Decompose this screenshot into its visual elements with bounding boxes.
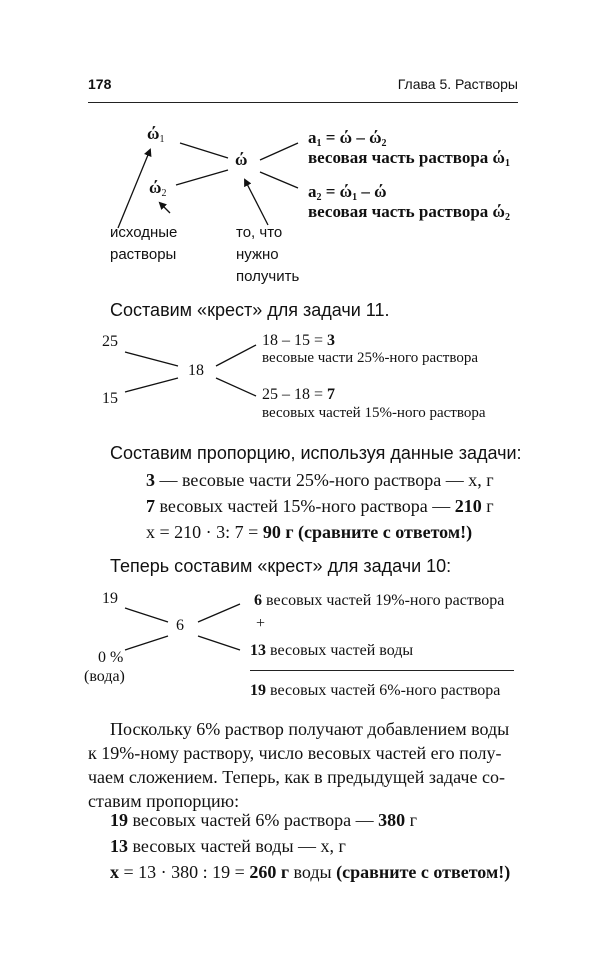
cross1-bottom-caption: весовых частей 15%-ного раствора — [262, 405, 486, 421]
w-center-label: ώ — [235, 150, 248, 169]
w2-label: ώ2 — [149, 178, 167, 199]
proportion2-line1: 19 весовых частей 6% раствора — 380 г — [110, 810, 418, 830]
diagram1-line-w2 — [175, 169, 229, 186]
a1-caption: весовая часть раствора ώ1 — [308, 148, 510, 169]
cross1-line-bl — [124, 377, 179, 393]
cross2-bottom-left-2: (вода) — [84, 668, 125, 685]
a2-caption: весовая часть раствора ώ2 — [308, 202, 510, 223]
label-source: исходные растворы — [110, 224, 178, 263]
diagram1-line-a1 — [259, 142, 299, 161]
chapter-title: Глава 5. Растворы — [397, 76, 518, 92]
cross1-top-caption: весовые части 25%-ного раствора — [262, 350, 478, 366]
sum-line — [250, 670, 514, 671]
cross2-center: 6 — [176, 617, 184, 634]
proportion2-line3: х = 13 · 380 : 19 = 260 г воды (сравните… — [110, 862, 511, 882]
cross2-plus: + — [256, 615, 266, 632]
diagram1-line-a2 — [259, 171, 299, 189]
arrow-source-w1 — [117, 148, 152, 229]
cross2-line-tl — [124, 607, 169, 623]
cross1-bottom-left: 15 — [102, 390, 118, 407]
cross1-line-tr — [215, 344, 257, 367]
cross2-line-br — [197, 635, 241, 651]
cross1-center: 18 — [188, 362, 204, 379]
header-rule — [88, 102, 518, 103]
cross1-line-br — [215, 377, 257, 397]
cross2-line-tr — [197, 603, 241, 623]
cross2-bottom-left-1: 0 % — [98, 649, 124, 666]
cross2-top-caption: 6 весовых частей 19%-ного раствора — [254, 592, 505, 609]
diagram1-line-w1 — [179, 142, 229, 159]
cross1-top-formula: 18 – 15 = 3 — [262, 332, 336, 349]
a1-formula: a1 = ώ – ώ2 — [308, 128, 387, 149]
proportion1-line2: 7 весовых частей 15%-ного раствора — 210… — [146, 496, 494, 516]
cross2-line-bl — [124, 635, 169, 651]
cross1-line-tl — [124, 351, 179, 367]
cross2-top-left: 19 — [102, 590, 118, 607]
a2-formula: a2 = ώ1 – ώ — [308, 182, 387, 203]
cross2-bottom-caption: 13 весовых частей воды — [250, 642, 414, 659]
cross1-top-left: 25 — [102, 333, 118, 350]
text-cross-task11: Составим «крест» для задачи 11. — [110, 300, 390, 320]
explanation-paragraph: Поскольку 6% раствор получают добавление… — [88, 719, 510, 811]
arrow-source-w2 — [158, 201, 171, 214]
w1-label: ώ1 — [147, 124, 165, 145]
text-cross-task10: Теперь составим «крест» для задачи 10: — [110, 556, 452, 576]
label-target: то, что нужно получить — [236, 224, 300, 285]
proportion1-line3: х = 210 · 3: 7 = 90 г (сравните с ответо… — [146, 522, 473, 542]
page-number: 178 — [88, 76, 112, 92]
cross2-sum-caption: 19 весовых частей 6%-ного раствора — [250, 682, 501, 699]
text-proportion-intro: Составим пропорцию, используя данные зад… — [110, 443, 522, 463]
arrow-target — [244, 178, 269, 226]
cross1-bottom-formula: 25 – 18 = 7 — [262, 386, 336, 403]
proportion1-line1: 3 — весовые части 25%-ного раствора — х,… — [146, 470, 494, 490]
proportion2-line2: 13 весовых частей воды — х, г — [110, 836, 346, 856]
